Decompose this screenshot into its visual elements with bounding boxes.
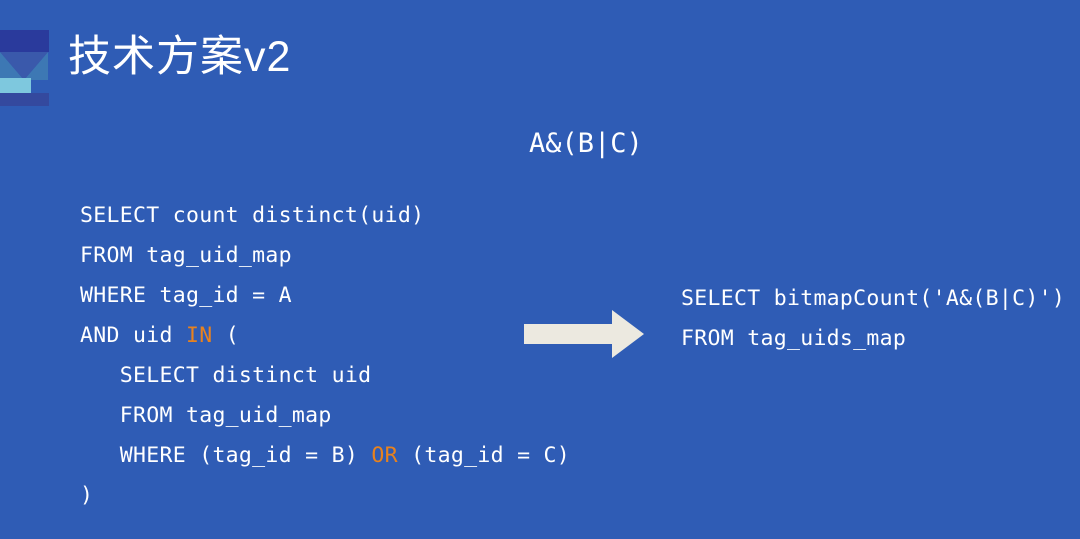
transform-arrow-icon xyxy=(524,310,644,358)
bitmap-sql-block: SELECT bitmapCount('A&(B|C)') FROM tag_ui… xyxy=(681,279,1065,359)
logo-top-bar xyxy=(0,30,49,52)
code-line: FROM tag_uids_map xyxy=(681,319,1065,359)
sql-keyword: IN xyxy=(185,323,213,348)
code-line: SELECT bitmapCount('A&(B|C)') xyxy=(681,279,1065,319)
original-sql-block: SELECT count distinct(uid) FROM tag_uid_m… xyxy=(80,196,570,516)
code-line: WHERE tag_id = A xyxy=(80,276,570,316)
code-text: WHERE tag_id = A xyxy=(80,283,292,308)
code-line: WHERE (tag_id = B) OR (tag_id = C) xyxy=(80,436,570,476)
code-text: SELECT bitmapCount('A&(B|C)') xyxy=(681,286,1066,311)
code-text: ) xyxy=(80,483,94,508)
logo-inner-triangle xyxy=(0,52,48,80)
code-text: AND uid xyxy=(80,323,186,348)
code-text: FROM tag_uid_map xyxy=(80,243,292,268)
code-text: SELECT count distinct(uid) xyxy=(80,203,425,228)
code-line: FROM tag_uid_map xyxy=(80,396,570,436)
code-text: SELECT distinct uid xyxy=(80,363,372,388)
code-line: AND uid IN ( xyxy=(80,316,570,356)
boolean-expression: A&(B|C) xyxy=(529,128,643,159)
code-text: (tag_id = C) xyxy=(397,443,571,468)
code-line: FROM tag_uid_map xyxy=(80,236,570,276)
sql-keyword: OR xyxy=(371,443,398,468)
code-line: SELECT distinct uid xyxy=(80,356,570,396)
code-text: FROM tag_uids_map xyxy=(681,326,907,351)
logo-cyan-bar xyxy=(0,78,31,93)
code-text: ( xyxy=(212,323,239,348)
code-line: ) xyxy=(80,476,570,516)
code-text: FROM tag_uid_map xyxy=(80,403,332,428)
page-title: 技术方案v2 xyxy=(68,33,292,81)
logo-mark-icon xyxy=(0,30,52,106)
logo-bottom-bar xyxy=(0,93,49,106)
code-line: SELECT count distinct(uid) xyxy=(80,196,570,236)
code-text: WHERE (tag_id = B) xyxy=(80,443,372,468)
